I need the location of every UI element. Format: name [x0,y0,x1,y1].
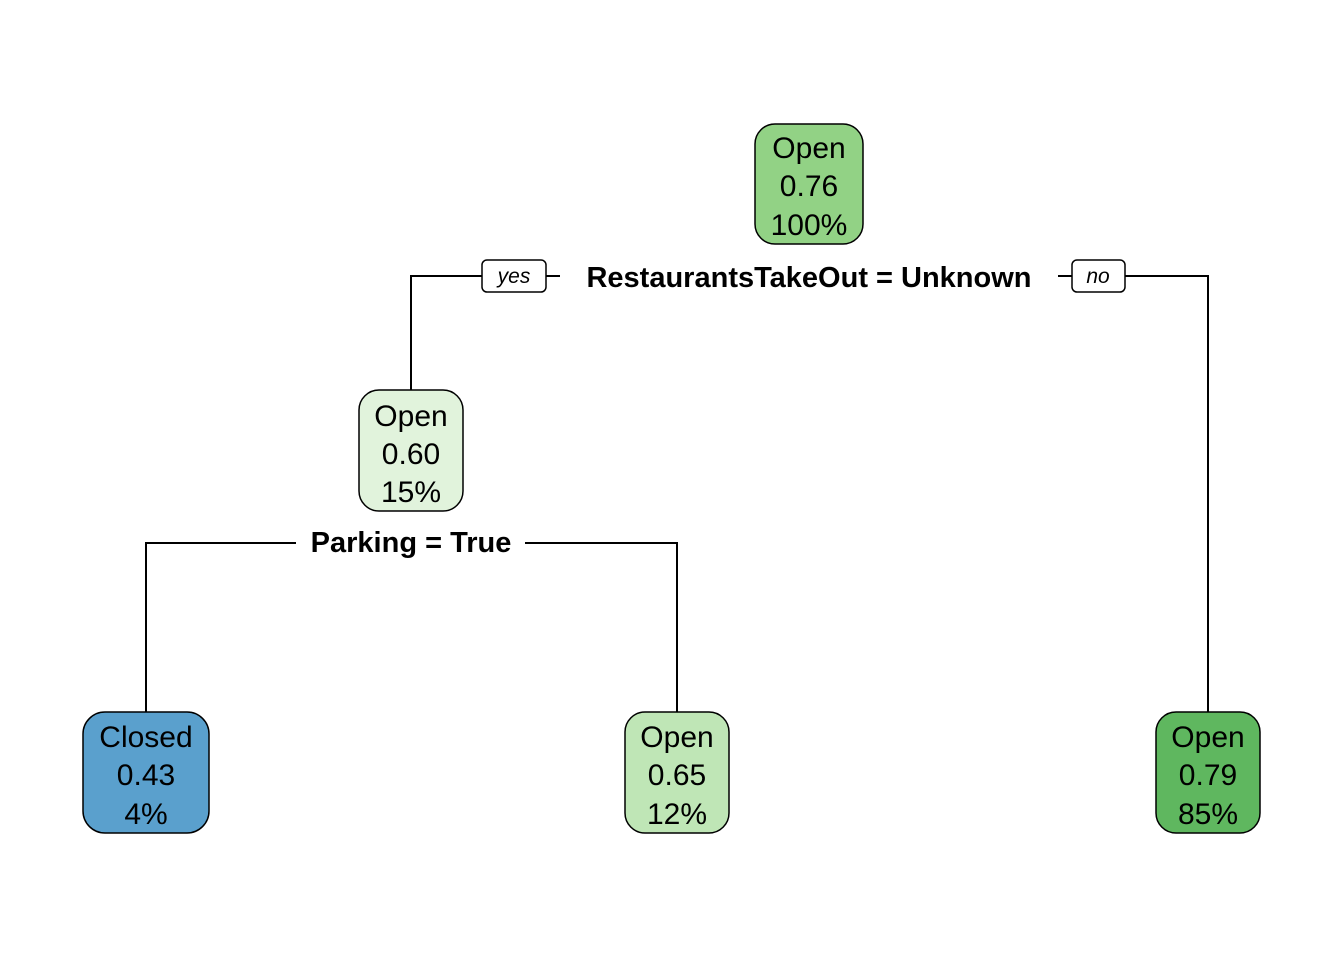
node-class: Open [1171,721,1244,754]
node-box [1155,711,1261,834]
edge-root-to-no-node [1125,275,1209,712]
no-branch-box [1071,259,1126,293]
node-class: Open [374,400,447,433]
no-branch-label: no [1086,265,1110,288]
node-pct: 4% [124,798,167,831]
node-pct: 85% [1178,798,1238,831]
node-box [82,711,210,834]
node-class: Open [640,721,713,754]
tree-node-closed-leaf: Closed 0.43 4% [82,711,210,834]
node-prob: 0.65 [648,759,706,792]
edge-root-to-yes-node [410,275,482,390]
node-box [358,389,464,512]
node-class: Closed [99,721,192,754]
node-prob: 0.43 [117,759,175,792]
split-label-root: RestaurantsTakeOut = Unknown [586,262,1031,294]
tree-node-no: Open 0.79 85% [1155,711,1261,834]
node-pct: 12% [647,798,707,831]
node-prob: 0.76 [780,170,838,203]
tree-node-root: Open 0.76 100% [754,123,864,245]
node-class: Open [772,132,845,165]
yes-branch-box [481,259,547,293]
node-prob: 0.60 [382,438,440,471]
node-box [624,711,730,834]
tree-node-yes: Open 0.60 15% [358,389,464,512]
node-prob: 0.79 [1179,759,1237,792]
edge-left-split-to-closed [145,542,296,712]
edge-left-split-to-open [525,542,678,712]
yes-branch-label: yes [496,265,531,288]
node-pct: 100% [771,209,848,242]
node-box [754,123,864,245]
node-pct: 15% [381,476,441,509]
tree-node-open-12-leaf: Open 0.65 12% [624,711,730,834]
split-label-left: Parking = True [311,527,512,559]
